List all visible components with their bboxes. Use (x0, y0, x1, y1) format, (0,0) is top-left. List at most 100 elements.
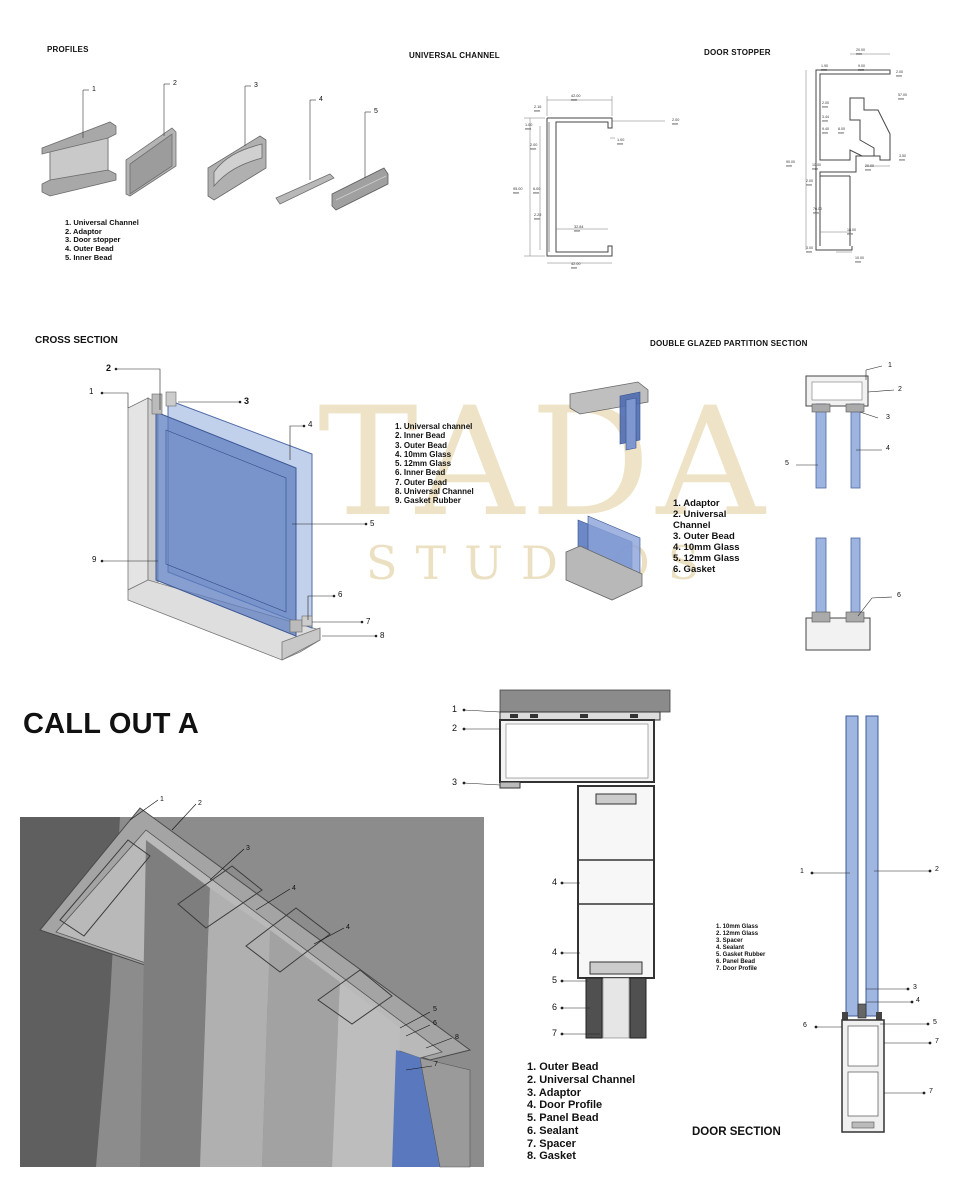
dim-label: 10.00 mm (812, 163, 821, 171)
legend-item: 2. Universal (673, 509, 727, 521)
dim-label: 3.50 mm (899, 154, 906, 162)
dim-label: 1.90 mm (821, 64, 828, 72)
dg-callout-2: 2 (898, 386, 902, 393)
cross-callout-8: 8 (380, 631, 385, 640)
door-callout-2: 2 (935, 866, 939, 873)
cross-callout-2: 2 (106, 363, 112, 373)
door-callout-5: 5 (933, 1019, 937, 1026)
profile-adaptor (125, 127, 177, 197)
door-callout-3: 3 (913, 984, 917, 991)
dim-label: 2.00 mm (896, 70, 903, 78)
frame-callout-2: 2 (452, 723, 458, 733)
dim-label: 76.00 mm (813, 207, 822, 215)
cross-callout-4: 4 (308, 420, 313, 429)
dim-label: 2.25 mm (534, 213, 542, 221)
callout-a-2: 2 (198, 800, 202, 807)
legend-item: 7. Spacer (527, 1137, 576, 1150)
door-callout-7a: 7 (935, 1038, 939, 1045)
dim-label: 20.00 mm (856, 48, 865, 56)
door-stopper-title: DOOR STOPPER (704, 48, 771, 57)
dim-label: 90.00 mm (786, 160, 795, 168)
profile-outer-bead (275, 173, 335, 205)
door-callout-4: 4 (916, 997, 920, 1004)
callout-a-6: 6 (433, 1020, 437, 1027)
legend-item: 3. Adaptor (527, 1086, 581, 1099)
callout-a-4a: 4 (292, 885, 296, 892)
legend-item: 6. Inner Bead (395, 468, 446, 478)
profile-inner-bead (331, 167, 389, 211)
profiles-legend: 1. Universal Channel 2. Adaptor 3. Door … (65, 218, 139, 262)
legend-item: 7. Door Profile (716, 965, 758, 972)
frame-callout-1: 1 (452, 704, 458, 714)
legend-item: 3. Outer Bead (395, 440, 448, 450)
legend-item: 2. Adaptor (65, 226, 102, 236)
dim-label: 2.00 mm (806, 179, 813, 187)
dg-callout-1: 1 (888, 362, 892, 369)
dim-label: 9.40 mm (822, 127, 829, 135)
legend-item: 5. Inner Bead (65, 252, 113, 262)
legend-item: 6. Gasket (673, 564, 716, 576)
dim-label: 6.00 mm (533, 187, 541, 195)
dim-label: 1.00 mm (617, 138, 625, 146)
frame-callout-5: 5 (552, 975, 558, 985)
legend-item: Channel (673, 520, 711, 532)
legend-item: 7. Outer Bead (395, 477, 448, 487)
dim-label: 57.00 mm (898, 93, 907, 101)
frame-section-legend: 1. Outer Bead 2. Universal Channel 3. Ad… (527, 1061, 635, 1163)
profile-callout-4: 4 (319, 96, 323, 103)
callout-a-7: 7 (434, 1061, 438, 1068)
dim-label: 3.00 mm (806, 246, 813, 254)
dim-label: 18.00 mm (847, 228, 856, 236)
door-callout-1: 1 (800, 868, 804, 875)
legend-item: 3. Door stopper (65, 235, 121, 245)
frame-callout-6: 6 (552, 1002, 558, 1012)
dim-label: 1.00 mm (525, 123, 533, 131)
dim-label: 95.00 mm (513, 187, 523, 195)
dg-callout-6: 6 (897, 592, 901, 599)
profiles-title: PROFILES (47, 45, 89, 54)
frame-callout-3: 3 (452, 777, 458, 787)
dim-label: 42.00 mm (571, 94, 581, 102)
profile-callout-5: 5 (374, 108, 378, 115)
legend-item: 2. 12mm Glass (716, 930, 759, 937)
dim-label: 9.00 mm (858, 64, 865, 72)
legend-item: 1. Universal channel (395, 422, 473, 431)
universal-channel-title: UNIVERSAL CHANNEL (409, 51, 500, 60)
legend-item: 9. Gasket Rubber (395, 496, 461, 506)
profile-callout-3: 3 (254, 82, 258, 89)
profile-universal-channel (41, 121, 117, 197)
dim-label: 2.00 mm (530, 143, 538, 151)
cross-callout-9: 9 (92, 555, 97, 564)
dim-label: 10.00 mm (855, 256, 864, 264)
watermark-line2: STUDIOS (366, 536, 718, 590)
door-section-title: DOOR SECTION (692, 1126, 781, 1138)
frame-callout-7: 7 (552, 1028, 558, 1038)
frame-callout-4b: 4 (552, 947, 558, 957)
legend-item: 4. Sealant (716, 944, 745, 951)
legend-item: 5. Gasket Rubber (716, 951, 766, 958)
dim-label: 32.84 mm (574, 225, 584, 233)
callout-a-5: 5 (433, 1006, 437, 1013)
cross-callout-7: 7 (366, 617, 371, 626)
legend-item: 5. Panel Bead (527, 1112, 599, 1124)
legend-item: 5. 12mm Glass (673, 553, 740, 565)
callout-a-1: 1 (160, 796, 164, 803)
legend-item: 1. 10mm Glass (716, 924, 759, 930)
dim-label: 3.44 mm (822, 115, 829, 123)
double-glazed-legend: 1. Adaptor 2. Universal Channel 3. Outer… (673, 498, 740, 575)
dim-label: 42.00 mm (571, 262, 581, 270)
cross-callout-1: 1 (89, 387, 94, 396)
legend-item: 8. Gasket (527, 1150, 576, 1163)
profile-callout-2: 2 (173, 80, 177, 87)
legend-item: 4. 10mm Glass (673, 542, 740, 554)
cross-section-legend: 1. Universal channel 2. Inner Bead 3. Ou… (395, 422, 474, 505)
profile-door-stopper (207, 135, 267, 201)
dg-callout-3: 3 (886, 414, 890, 421)
legend-item: 3. Spacer (716, 937, 743, 944)
